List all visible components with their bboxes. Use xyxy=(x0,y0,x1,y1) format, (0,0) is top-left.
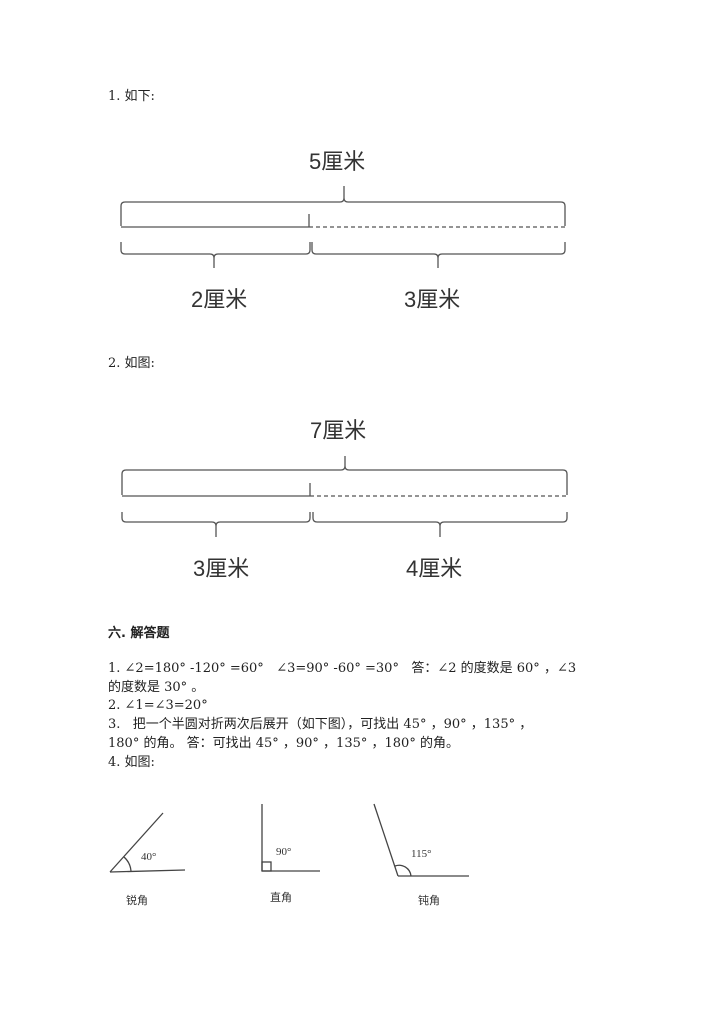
angle-2-degree: 90° xyxy=(276,846,292,858)
answer-line-6: 4. 如图: xyxy=(108,755,155,770)
angle-1-name: 锐角 xyxy=(126,894,148,907)
diagram-1-total-label: 5厘米 xyxy=(309,149,366,174)
item-1-label: 1. 如下: xyxy=(108,89,155,104)
angle-1-degree: 40° xyxy=(141,851,157,863)
angle-3-name: 钝角 xyxy=(418,894,440,907)
diagram-1-right-label: 3厘米 xyxy=(404,287,461,312)
answer-line-2: 的度数是 30° 。 xyxy=(108,680,205,695)
item-2-label: 2. 如图: xyxy=(108,356,155,371)
answer-line-4: 3. 把一个半圆对折两次后展开（如下图），可找出 45° ，90° ，135° … xyxy=(108,717,533,732)
diagram-2-right-label: 4厘米 xyxy=(406,556,463,581)
diagram-2-left-label: 3厘米 xyxy=(193,556,250,581)
angle-2-name: 直角 xyxy=(270,891,292,904)
answer-line-1: 1. ∠2=180° -120° =60° ∠3=90° -60° =30° 答… xyxy=(108,661,577,676)
section-6-heading: 六. 解答题 xyxy=(108,626,170,641)
answer-line-5: 180° 的角。 答：可找出 45° ，90° ，135° ，180° 的角。 xyxy=(108,736,459,751)
angle-3-degree: 115° xyxy=(411,848,432,860)
answer-line-3: 2. ∠1=∠3=20° xyxy=(108,698,208,713)
diagram-2-total-label: 7厘米 xyxy=(310,418,367,443)
diagram-1-left-label: 2厘米 xyxy=(191,287,248,312)
